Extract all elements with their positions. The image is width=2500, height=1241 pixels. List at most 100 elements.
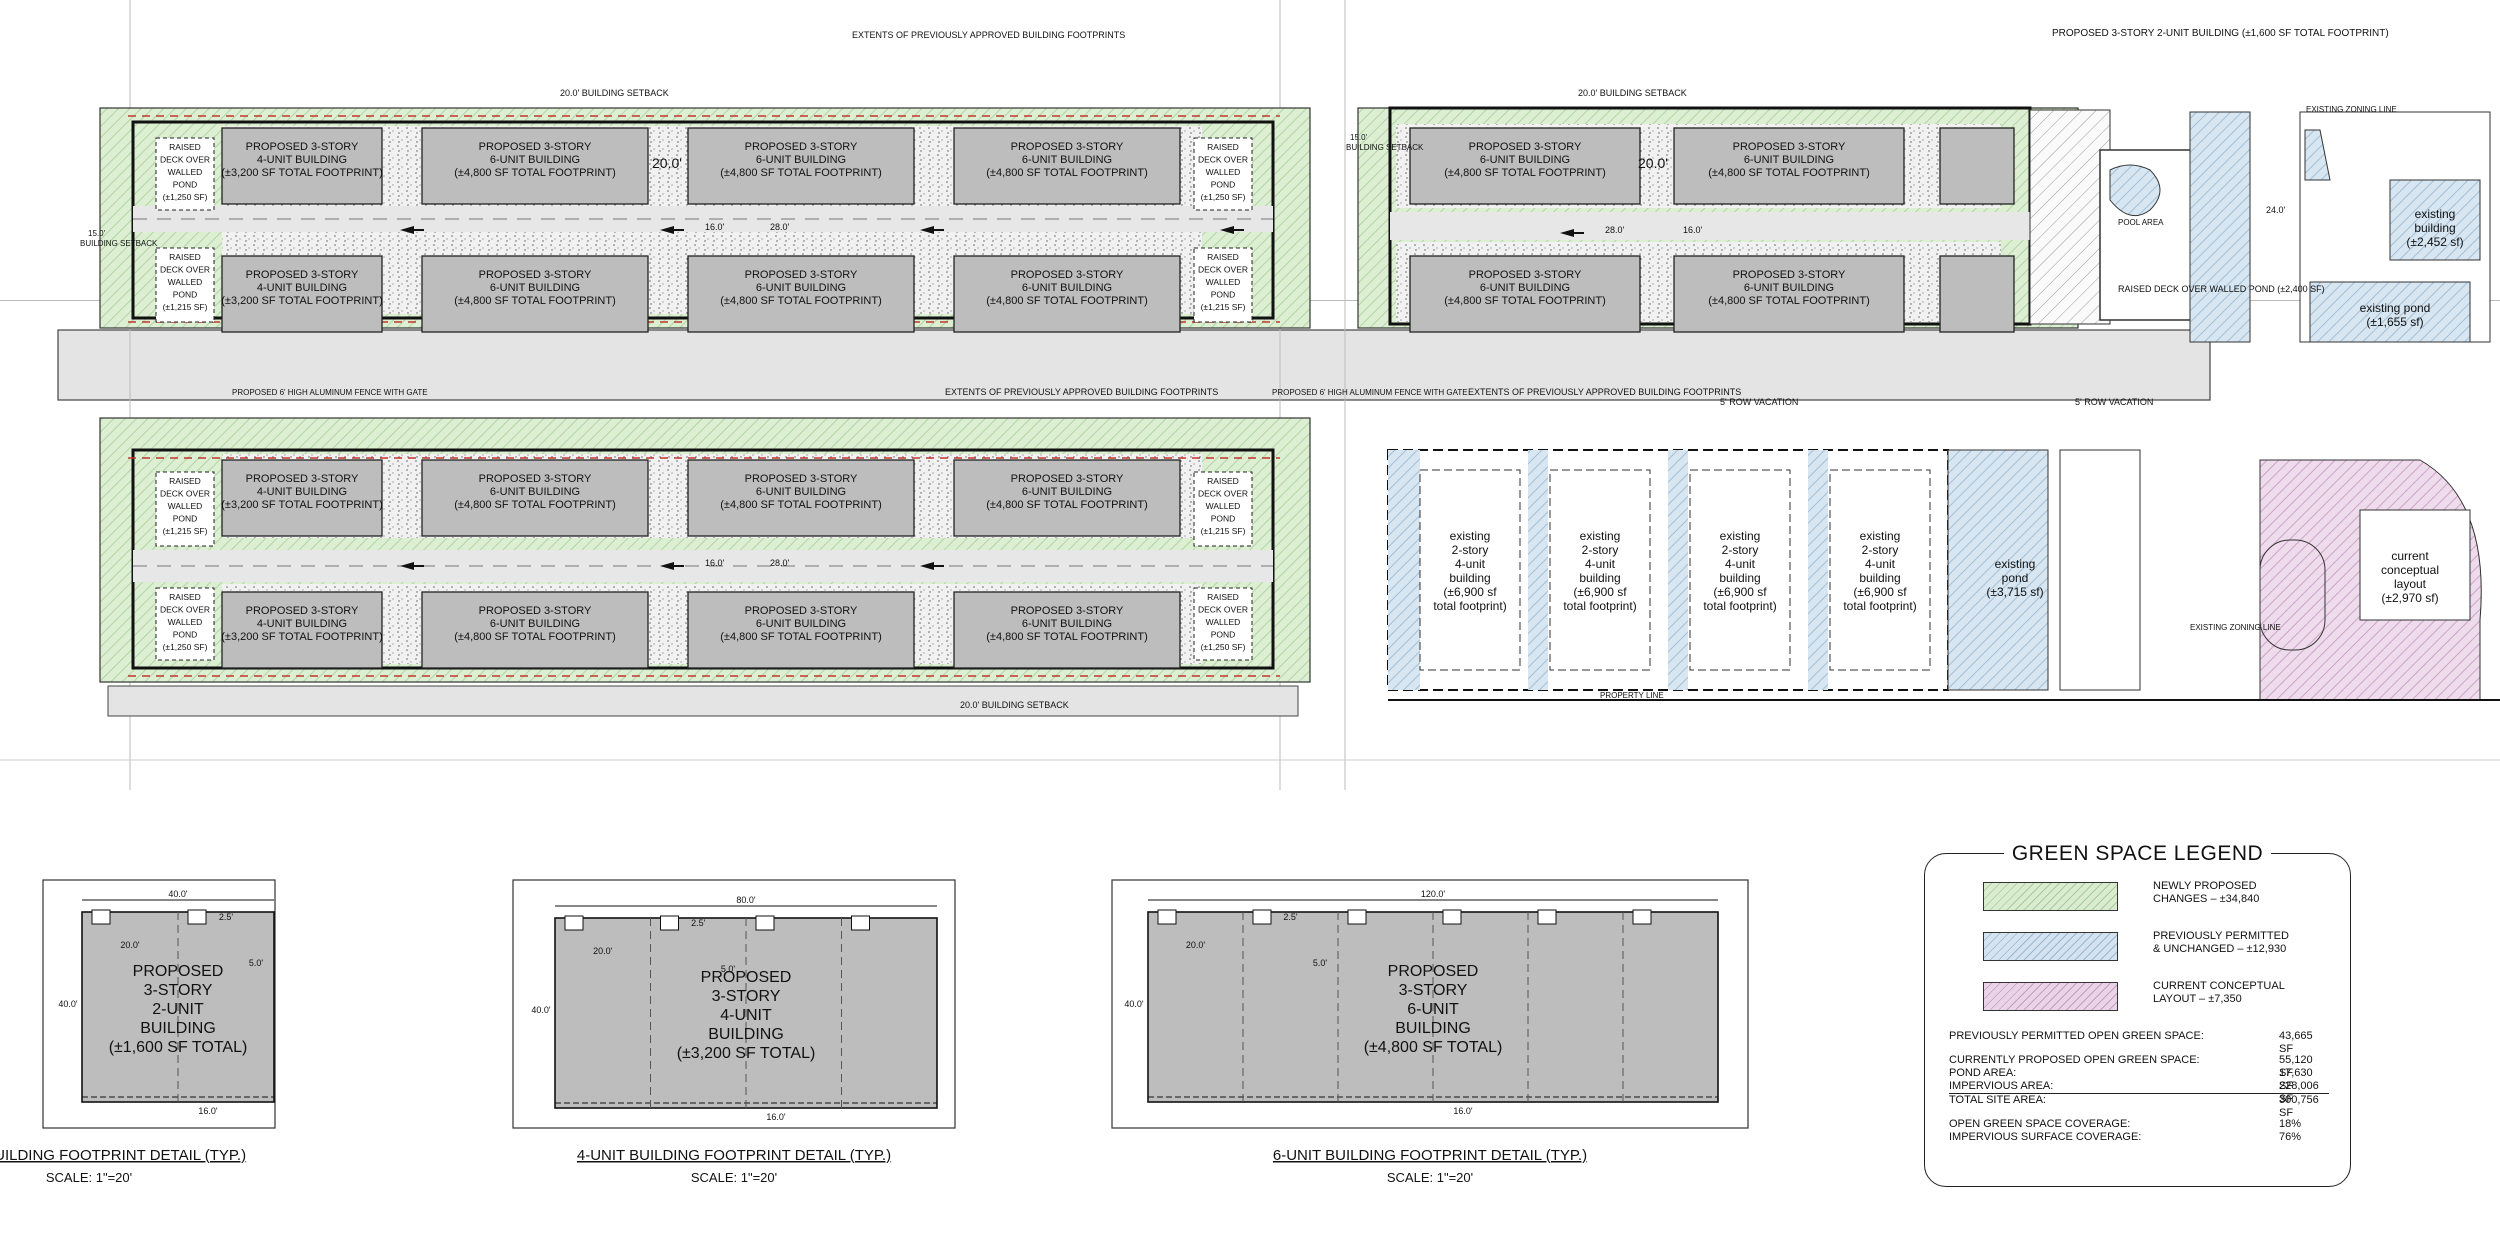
detail-scale: SCALE: 1"=20' (1387, 1170, 1473, 1185)
proposed-building-label-line: 6-UNIT BUILDING (1480, 154, 1570, 166)
proposed-building-label-line: 6-UNIT BUILDING (1744, 154, 1834, 166)
proposed-building (221, 127, 383, 205)
proposed-building-label-line: (±4,800 SF TOTAL FOOTPRINT) (1444, 295, 1606, 307)
proposed-building (687, 591, 915, 669)
raised-deck (155, 471, 215, 547)
detail-stoop (1632, 909, 1652, 925)
raised-deck-label-line: (±1,215 SF) (163, 526, 208, 536)
detail-title: 6-UNIT BUILDING FOOTPRINT DETAIL (TYP.) (1273, 1147, 1587, 1164)
legend-swatch-blue (1983, 932, 2118, 961)
existing-building (1419, 469, 1521, 671)
proposed-building-label-line: PROPOSED 3-STORY (745, 605, 858, 617)
proposed-building-label-line: PROPOSED 3-STORY (246, 605, 359, 617)
detail-scale: SCALE: 1"=20' (691, 1170, 777, 1185)
traffic-arrow-icon (400, 562, 424, 570)
dim-15-b: 15.0' (1350, 133, 1368, 142)
detail-dim-unit: 20.0' (593, 946, 613, 956)
proposed-building-label-line: PROPOSED 3-STORY (246, 269, 359, 281)
raised-deck-label-line: DECK OVER (160, 605, 210, 615)
legend-label-conceptual: CURRENT CONCEPTUAL LAYOUT – ±7,350 (2153, 980, 2285, 1005)
fence-callout-left: PROPOSED 6' HIGH ALUMINUM FENCE WITH GAT… (232, 388, 428, 397)
proposed-building-label-line: 6-UNIT BUILDING (1022, 282, 1112, 294)
raised-deck (155, 247, 215, 323)
existing-building-right-label-line: existing (2415, 207, 2456, 221)
legend-swatch-purple (1983, 982, 2118, 1011)
raised-deck (155, 137, 215, 211)
proposed-building (421, 459, 649, 537)
raised-deck-label-line: DECK OVER (1198, 155, 1248, 165)
proposed-building-label-line: 6-UNIT BUILDING (490, 618, 580, 630)
proposed-building-label-line: 4-UNIT BUILDING (257, 486, 347, 498)
stat-prev-open-key: PREVIOUSLY PERMITTED OPEN GREEN SPACE: (1949, 1030, 2204, 1042)
proposed-building-label-line: PROPOSED 3-STORY (1733, 269, 1846, 281)
stat-pond-value: 17,630 SF (2279, 1067, 2313, 1092)
raised-deck-label-line: WALLED (1206, 277, 1241, 287)
traffic-arrow-icon (1220, 226, 1244, 234)
existing-building (1829, 469, 1931, 671)
raised-deck-label-line: (±1,215 SF) (163, 302, 208, 312)
proposed-building-label-line: 6-UNIT BUILDING (1022, 618, 1112, 630)
stat-curr-open-value: 55,120 SF (2279, 1054, 2313, 1079)
proposed-building (221, 591, 383, 669)
stat-impervious-value: 228,006 SF (2279, 1080, 2319, 1105)
detail-dim-step: 5.0' (1313, 958, 1328, 968)
plan-callouts: EXTENTS OF PREVIOUSLY APPROVED BUILDING … (80, 28, 2397, 710)
proposed-building-label-line: PROPOSED 3-STORY (246, 141, 359, 153)
proposed-building-label-line: (±4,800 SF TOTAL FOOTPRINT) (986, 499, 1148, 511)
existing-building-label-line: 4-unit (1455, 557, 1486, 571)
stat-curr-open-key: CURRENTLY PROPOSED OPEN GREEN SPACE: (1949, 1054, 2200, 1066)
raised-deck-label-line: WALLED (168, 167, 203, 177)
raised-deck-label-line: (±1,250 SF) (163, 192, 208, 202)
proposed-building-label-line: PROPOSED 3-STORY (745, 473, 858, 485)
detail-building-label-line: 4-UNIT (720, 1007, 772, 1024)
existing-pond-label-line: (±3,715 sf) (1986, 585, 2043, 599)
building-setback-b: BUILDING SETBACK (1346, 143, 1424, 152)
detail-stoop (660, 915, 679, 931)
existing-building-label-line: (±6,900 sf (1443, 585, 1497, 599)
raised-deck-label-line: POND (173, 514, 198, 524)
detail-stoop (91, 909, 111, 925)
detail-stoop (1442, 909, 1462, 925)
proposed-building-label-line: (±4,800 SF TOTAL FOOTPRINT) (454, 499, 616, 511)
proposed-building-label-line: PROPOSED 3-STORY (1469, 269, 1582, 281)
proposed-building-label-line: 4-UNIT BUILDING (257, 282, 347, 294)
proposed-building-label-line: (±4,800 SF TOTAL FOOTPRINT) (720, 631, 882, 643)
raised-deck-label-line: RAISED (1207, 142, 1239, 152)
proposed-building (421, 255, 649, 333)
stat-impervious-coverage-key: IMPERVIOUS SURFACE COVERAGE: (1949, 1131, 2142, 1143)
proposed-building-label-line: (±3,200 SF TOTAL FOOTPRINT) (221, 167, 383, 179)
proposed-building-label-line: 6-UNIT BUILDING (1480, 282, 1570, 294)
existing-building-label-line: total footprint) (1433, 599, 1506, 613)
legend-item-permitted: PREVIOUSLY PERMITTED & UNCHANGED – ±12,9… (1983, 930, 2333, 964)
stat-green-coverage-value: 18% (2279, 1118, 2302, 1130)
existing-building-right-label-line: building (2414, 221, 2455, 235)
existing-building-label-line: existing (1860, 529, 1901, 543)
building-setback-a: BUILDING SETBACK (80, 239, 158, 248)
callout-extents-top: EXTENTS OF PREVIOUSLY APPROVED BUILDING … (852, 30, 1125, 40)
current-conceptual-label-line: conceptual (2381, 563, 2439, 577)
proposed-building-label-line: 6-UNIT BUILDING (1022, 154, 1112, 166)
proposed-building-label-line: (±4,800 SF TOTAL FOOTPRINT) (986, 631, 1148, 643)
raised-deck-label-line: WALLED (168, 617, 203, 627)
proposed-building-label-line: PROPOSED 3-STORY (745, 269, 858, 281)
proposed-building-label-line: 6-UNIT BUILDING (490, 486, 580, 498)
callout-extents-mid: EXTENTS OF PREVIOUSLY APPROVED BUILDING … (945, 387, 1218, 397)
property-line-label: PROPERTY LINE (1600, 691, 1664, 700)
